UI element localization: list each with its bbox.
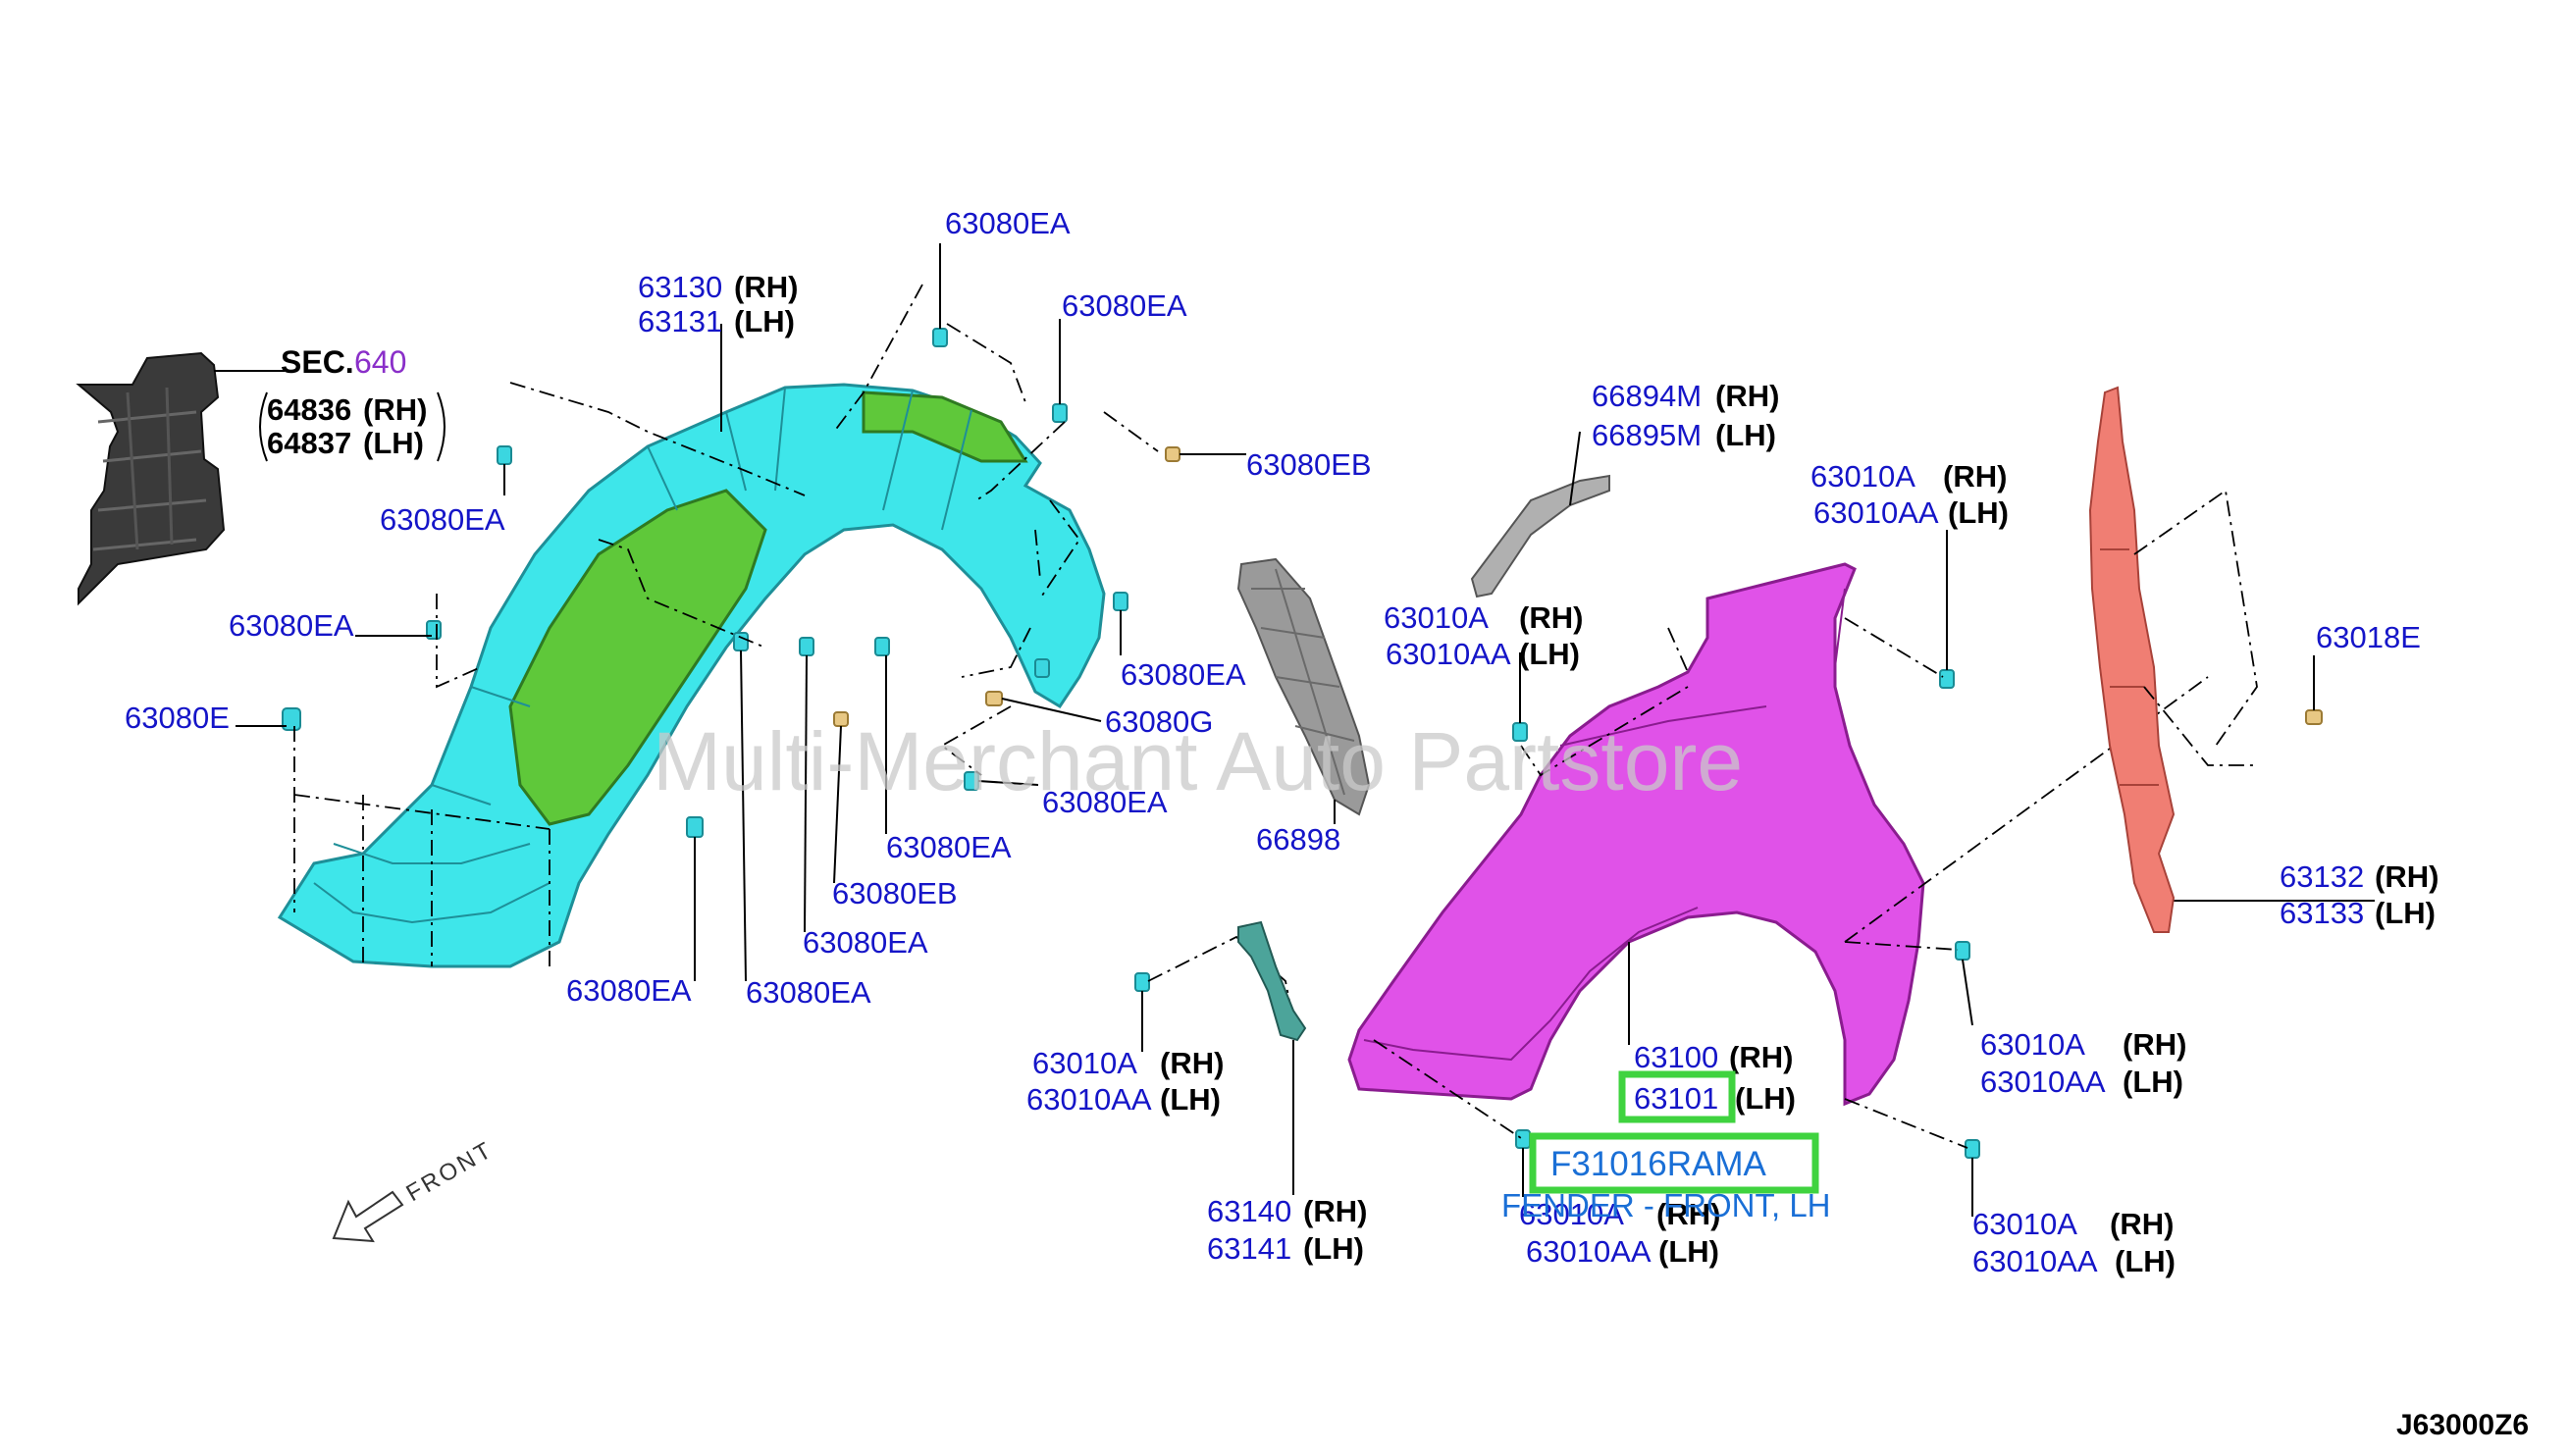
part-number-66898[interactable]: 66898 — [1256, 822, 1340, 857]
side-lh: (LH) — [2115, 1244, 2176, 1278]
side-lh: (LH) — [2375, 896, 2436, 930]
part-number-63010aa[interactable]: 63010AA — [1972, 1244, 2098, 1278]
undercover-part[interactable] — [76, 351, 226, 606]
side-rh: (RH) — [1715, 379, 1779, 413]
part-number-64837[interactable]: 64837 — [267, 426, 351, 460]
part-number-63133[interactable]: 63133 — [2280, 896, 2364, 930]
side-lh: (LH) — [1519, 637, 1580, 671]
part-number-66895m[interactable]: 66895M — [1592, 418, 1702, 452]
side-lh: (LH) — [1948, 495, 2009, 530]
part-number-63141[interactable]: 63141 — [1207, 1231, 1291, 1266]
part-number-63080e[interactable]: 63080E — [125, 701, 230, 735]
part-number-63018e[interactable]: 63018E — [2316, 620, 2421, 654]
part-number-63080ea[interactable]: 63080EA — [803, 925, 928, 960]
part-number-63010a[interactable]: 63010A — [1032, 1046, 1137, 1080]
watermark: Multi-Merchant Auto Partstore — [653, 715, 1743, 807]
part-number-63080ea[interactable]: 63080EA — [1121, 657, 1246, 692]
part-number-63080g[interactable]: 63080G — [1105, 704, 1213, 739]
part-number-63101[interactable]: 63101 — [1634, 1081, 1718, 1116]
highlighted-part-number[interactable]: F31016RAMA — [1550, 1145, 1766, 1183]
side-rh: (RH) — [1943, 459, 2007, 494]
side-lh: (LH) — [363, 426, 424, 460]
side-rh: (RH) — [2123, 1027, 2186, 1062]
side-rh: (RH) — [2375, 859, 2439, 894]
part-number-63080ea[interactable]: 63080EA — [566, 973, 692, 1008]
part-number-63010a[interactable]: 63010A — [1980, 1027, 2085, 1062]
part-number-63010aa[interactable]: 63010AA — [1980, 1065, 2106, 1099]
side-rh: (RH) — [1656, 1197, 1720, 1231]
stay-dash-lines — [2133, 489, 2258, 766]
fender-part[interactable] — [1347, 562, 1925, 1107]
part-number-63080eb[interactable]: 63080EB — [832, 876, 958, 910]
fender-liner-part[interactable] — [277, 383, 1106, 968]
part-number-63080eb[interactable]: 63080EB — [1246, 447, 1372, 482]
part-number-63010aa[interactable]: 63010AA — [1026, 1082, 1152, 1117]
section-ref-prefix: SEC. — [281, 344, 354, 380]
part-number-63010aa[interactable]: 63010AA — [1813, 495, 1939, 530]
side-rh: (RH) — [1303, 1194, 1367, 1228]
part-number-63010a[interactable]: 63010A — [1810, 459, 1915, 494]
side-lh: (LH) — [2123, 1065, 2183, 1099]
bracket-63140-part[interactable] — [1237, 920, 1307, 1042]
part-number-64836[interactable]: 64836 — [267, 392, 351, 427]
side-lh: (LH) — [1658, 1234, 1719, 1269]
side-rh: (RH) — [734, 270, 798, 304]
part-number-63080ea[interactable]: 63080EA — [229, 608, 354, 643]
highlight-box-part — [1529, 1132, 1819, 1194]
side-rh: (RH) — [1519, 600, 1583, 635]
part-number-63010a[interactable]: 63010A — [1384, 600, 1489, 635]
side-lh: (LH) — [1160, 1082, 1221, 1117]
side-rh: (RH) — [1729, 1040, 1793, 1074]
diagram-code: J63000Z6 — [2396, 1409, 2529, 1441]
part-number-63010aa[interactable]: 63010AA — [1386, 637, 1511, 671]
part-number-63100[interactable]: 63100 — [1634, 1040, 1718, 1074]
part-number-63080ea[interactable]: 63080EA — [945, 206, 1071, 240]
part-number-63080ea[interactable]: 63080EA — [886, 830, 1012, 864]
bracket-66894m-part[interactable] — [1470, 474, 1610, 598]
stay-63132-part[interactable] — [2088, 386, 2176, 933]
side-lh: (LH) — [1303, 1231, 1364, 1266]
highlighted-part-description: FENDER - FRONT, LH — [1501, 1187, 1831, 1223]
part-number-63010aa[interactable]: 63010AA — [1526, 1234, 1652, 1269]
part-number-66894m[interactable]: 66894M — [1592, 379, 1702, 413]
part-number-63131[interactable]: 63131 — [638, 304, 722, 338]
liner-dash-lines — [293, 284, 1159, 966]
side-lh: (LH) — [1715, 418, 1776, 452]
side-rh: (RH) — [1160, 1046, 1224, 1080]
front-arrow-icon — [332, 1190, 404, 1243]
part-number-63132[interactable]: 63132 — [2280, 859, 2364, 894]
side-rh: (RH) — [2110, 1207, 2174, 1241]
part-number-63010a[interactable]: 63010A — [1972, 1207, 2077, 1241]
front-label: FRONT — [402, 1136, 498, 1207]
highlight-box-63101 — [1618, 1070, 1736, 1123]
part-number-63080ea[interactable]: 63080EA — [746, 975, 871, 1010]
section-ref-number[interactable]: 640 — [354, 344, 406, 380]
part-number-63140[interactable]: 63140 — [1207, 1194, 1291, 1228]
part-number-63080ea[interactable]: 63080EA — [380, 502, 505, 537]
side-lh: (LH) — [734, 304, 795, 338]
part-number-63010a[interactable]: 63010A — [1519, 1197, 1624, 1231]
part-number-63130[interactable]: 63130 — [638, 270, 722, 304]
side-rh: (RH) — [363, 392, 427, 427]
part-number-63080ea[interactable]: 63080EA — [1042, 785, 1168, 819]
liner-leaders — [236, 243, 1246, 982]
splash-shield-part[interactable] — [1236, 557, 1371, 816]
side-lh: (LH) — [1735, 1081, 1796, 1116]
part-number-63080ea[interactable]: 63080EA — [1062, 288, 1187, 323]
